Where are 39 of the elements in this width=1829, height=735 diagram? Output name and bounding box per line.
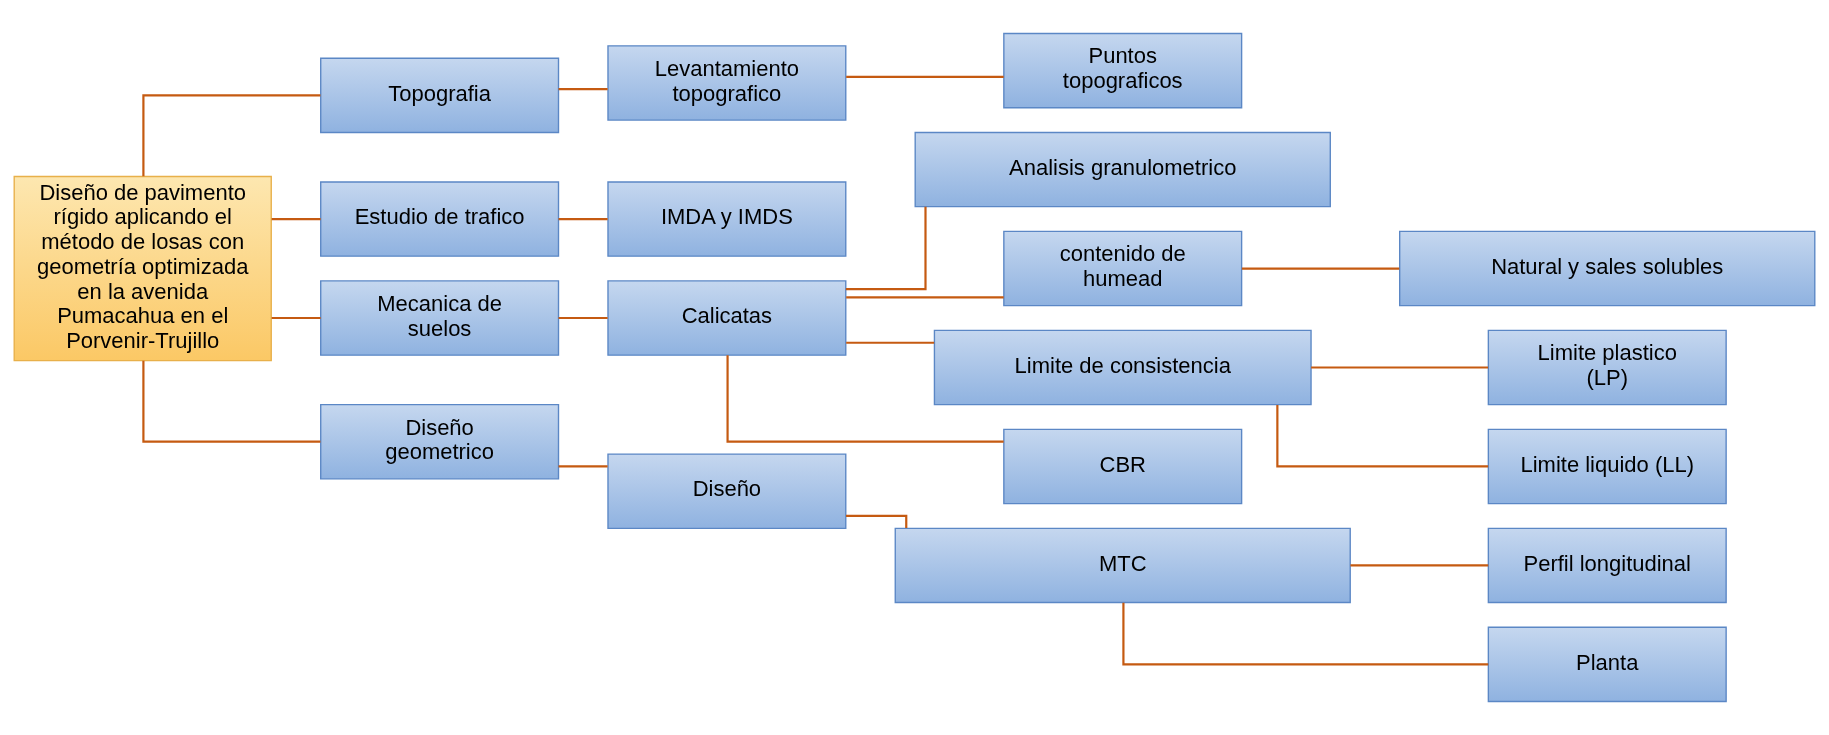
connector (1311, 366, 1489, 369)
connector (142, 94, 321, 177)
connector (1122, 602, 1489, 666)
connector (726, 355, 1004, 443)
node-box: Analisis granulometrico (914, 131, 1331, 208)
node-box: Perfil longitudinal (1487, 527, 1727, 604)
node-box: Planta (1487, 626, 1727, 703)
node-box: Diseño geometrico (320, 403, 560, 480)
connector (558, 88, 608, 91)
connector (846, 296, 1004, 299)
node-box: contenido de humead (1003, 230, 1243, 307)
connector (845, 206, 927, 291)
node-box: Limite plastico (LP) (1487, 329, 1727, 406)
connector (558, 465, 608, 468)
node-box: Topografia (320, 57, 560, 134)
connector (1350, 564, 1489, 567)
connector (558, 316, 608, 320)
node-box: Diseño de pavimento rígido aplicando el método de losas con geometría optimizada en la avenida Pumacahua en el Porvenir-Trujillo (13, 175, 272, 362)
node-box: Estudio de trafico (320, 181, 560, 257)
connector (846, 341, 935, 344)
node-box: Natural y sales solubles (1399, 230, 1816, 307)
node-box: MTC (894, 527, 1351, 604)
node-box: Calicatas (607, 280, 847, 356)
node-box: Puntos topograficos (1003, 32, 1243, 109)
connector (271, 217, 321, 221)
connector (846, 514, 908, 528)
connector (1276, 404, 1489, 468)
node-box: Limite liquido (LL) (1487, 428, 1727, 505)
connector (1241, 267, 1400, 270)
node-box: Limite de consistencia (933, 329, 1312, 406)
node-box: CBR (1003, 428, 1243, 505)
node-box: IMDA y IMDS (607, 181, 847, 257)
connector (846, 75, 1004, 78)
node-box: Mecanica de suelos (320, 280, 560, 356)
connector (142, 360, 321, 443)
connector (271, 316, 321, 320)
connector (558, 217, 608, 221)
node-box: Diseño (607, 453, 847, 529)
node-box: Levantamiento topografico (607, 45, 847, 121)
